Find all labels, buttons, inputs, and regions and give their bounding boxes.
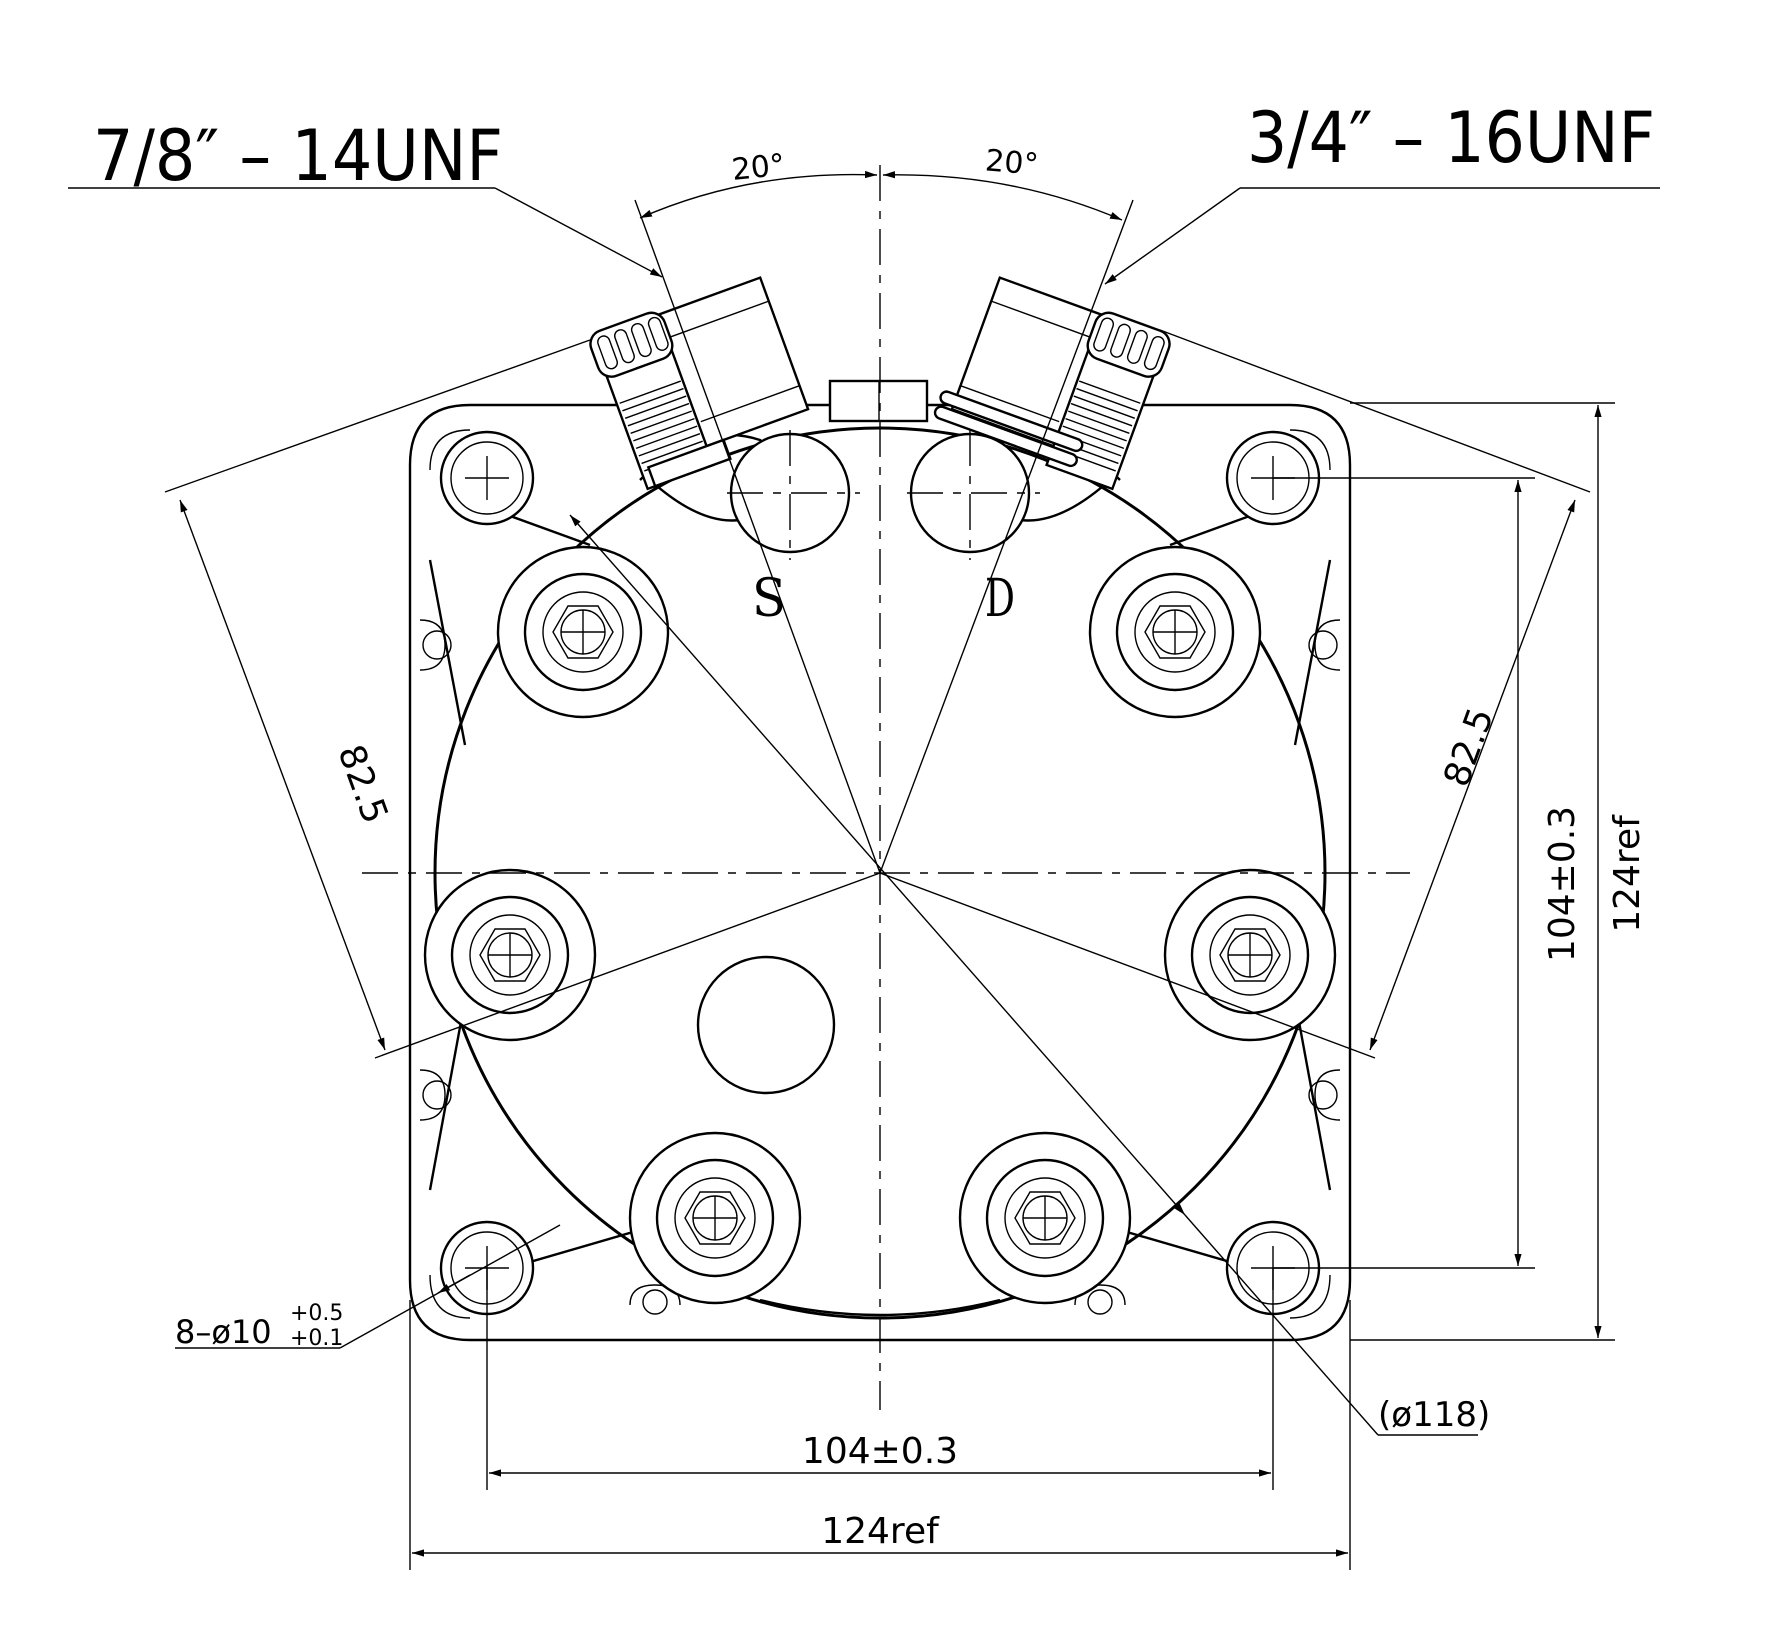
bolt-icon [958, 1131, 1132, 1305]
port-label-suction: S [752, 569, 786, 629]
hole-spec-label: 8–ø10 [175, 1313, 272, 1351]
dimensions [68, 170, 1660, 1570]
dim-circle-label: (ø118) [1378, 1395, 1490, 1435]
dim-horizontal-ref-label: 124ref [821, 1511, 940, 1552]
bolt-icon [628, 1131, 802, 1305]
suction-fitting [589, 276, 810, 491]
bolt-icon [1163, 868, 1337, 1042]
sight-hole [696, 955, 836, 1095]
dim-diagonal-left-label: 82.5 [329, 740, 395, 829]
callout-left-thread: 7/8″ – 14UNF [93, 115, 503, 197]
callout-right-thread: 3/4″ – 16UNF [1247, 97, 1655, 179]
dim-vertical-holes-label: 104±0.3 [1542, 806, 1583, 962]
dim-vertical-ref-label: 124ref [1607, 814, 1648, 933]
hole-spec-upper: +0.5 [290, 1301, 343, 1326]
bolt-icon [1088, 545, 1262, 719]
dim-diagonal-right-label: 82.5 [1436, 703, 1502, 792]
flange-outline [408, 403, 1352, 1342]
angle-left-label: 20° [730, 148, 787, 188]
discharge-fitting [933, 276, 1171, 491]
center-lines [362, 165, 1410, 1410]
angle-right-label: 20° [984, 143, 1040, 183]
mounting-hole-icon [439, 430, 535, 526]
hole-spec-lower: +0.1 [290, 1326, 343, 1351]
dim-horizontal-holes-label: 104±0.3 [802, 1431, 958, 1472]
port-label-discharge: D [985, 569, 1015, 629]
bolt-icon [423, 868, 597, 1042]
annotations: 7/8″ – 14UNF 3/4″ – 16UNF 20° 20° S D 82… [93, 97, 1655, 1552]
bolt-icon [496, 545, 670, 719]
